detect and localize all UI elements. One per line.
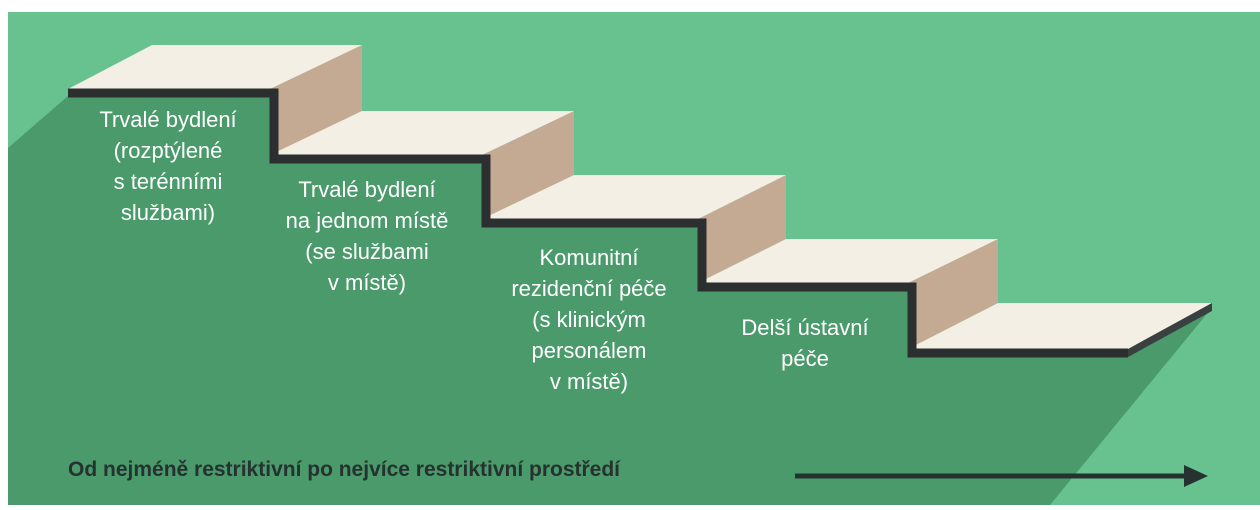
step-2-riser <box>482 111 574 219</box>
step-2-tread <box>270 111 574 155</box>
step-3-label: Komunitní rezidenční péče (s klinickým p… <box>511 245 667 394</box>
step-4-tread <box>698 239 998 283</box>
landing-tread <box>908 303 1212 349</box>
direction-caption: Od nejméně restriktivní po nejvíce restr… <box>68 458 621 481</box>
step-1-label: Trvalé bydlení (rozptýlené s terénními s… <box>99 107 237 225</box>
arrow-right-icon <box>795 465 1208 487</box>
step-4-label: Delší ústavní péče <box>741 315 869 371</box>
stair-edge-line <box>68 88 1128 358</box>
step-3-riser <box>698 175 786 283</box>
step-4-riser <box>908 239 998 349</box>
step-2-label: Trvalé bydlení na jednom místě (se služb… <box>285 177 449 295</box>
step-3-tread <box>482 175 786 219</box>
landing-front-edge <box>1128 303 1212 357</box>
step-1-riser <box>270 45 362 155</box>
step-1-tread <box>68 45 362 89</box>
stair-shadow <box>8 96 1210 505</box>
